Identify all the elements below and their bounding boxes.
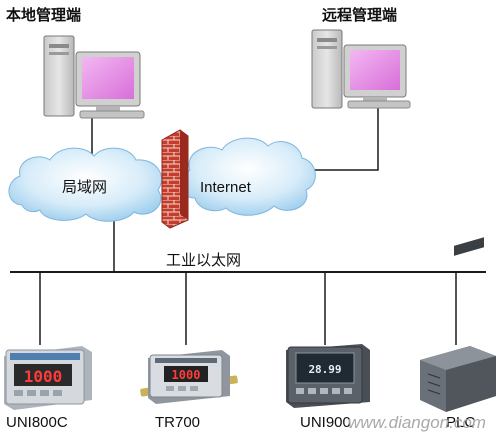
uni900-label: UNI900 <box>300 414 351 431</box>
internet-label: Internet <box>200 179 252 196</box>
local-admin-computer-icon <box>43 35 145 119</box>
firewall-icon <box>161 129 189 229</box>
remote-admin-computer-icon <box>311 29 411 109</box>
ethernet-label: 工业以太网 <box>166 251 241 269</box>
plc-label: PLC <box>446 414 475 431</box>
tr700-device-icon: 1000 <box>140 350 238 404</box>
uni800c-display-text: 1000 <box>24 367 63 386</box>
internet-cloud <box>179 137 316 216</box>
remote-admin-label: 远程管理端 <box>322 6 397 24</box>
uni900-device-icon: 28.99 <box>286 344 370 408</box>
local-admin-label: 本地管理端 <box>6 6 81 24</box>
tr700-label: TR700 <box>155 414 200 431</box>
lan-cloud <box>8 147 163 222</box>
uni900-display-text: 28.99 <box>308 363 341 376</box>
lan-label: 局域网 <box>62 178 107 196</box>
edge-remote-admin-internet <box>300 108 379 171</box>
plc-device-icon <box>420 237 496 412</box>
uni800c-label: UNI800C <box>6 414 68 431</box>
tr700-display-text: 1000 <box>172 368 201 382</box>
connections <box>10 108 486 345</box>
watermark-text: www.diangon.com <box>348 413 486 432</box>
uni800c-device-icon: 1000 <box>4 346 92 410</box>
